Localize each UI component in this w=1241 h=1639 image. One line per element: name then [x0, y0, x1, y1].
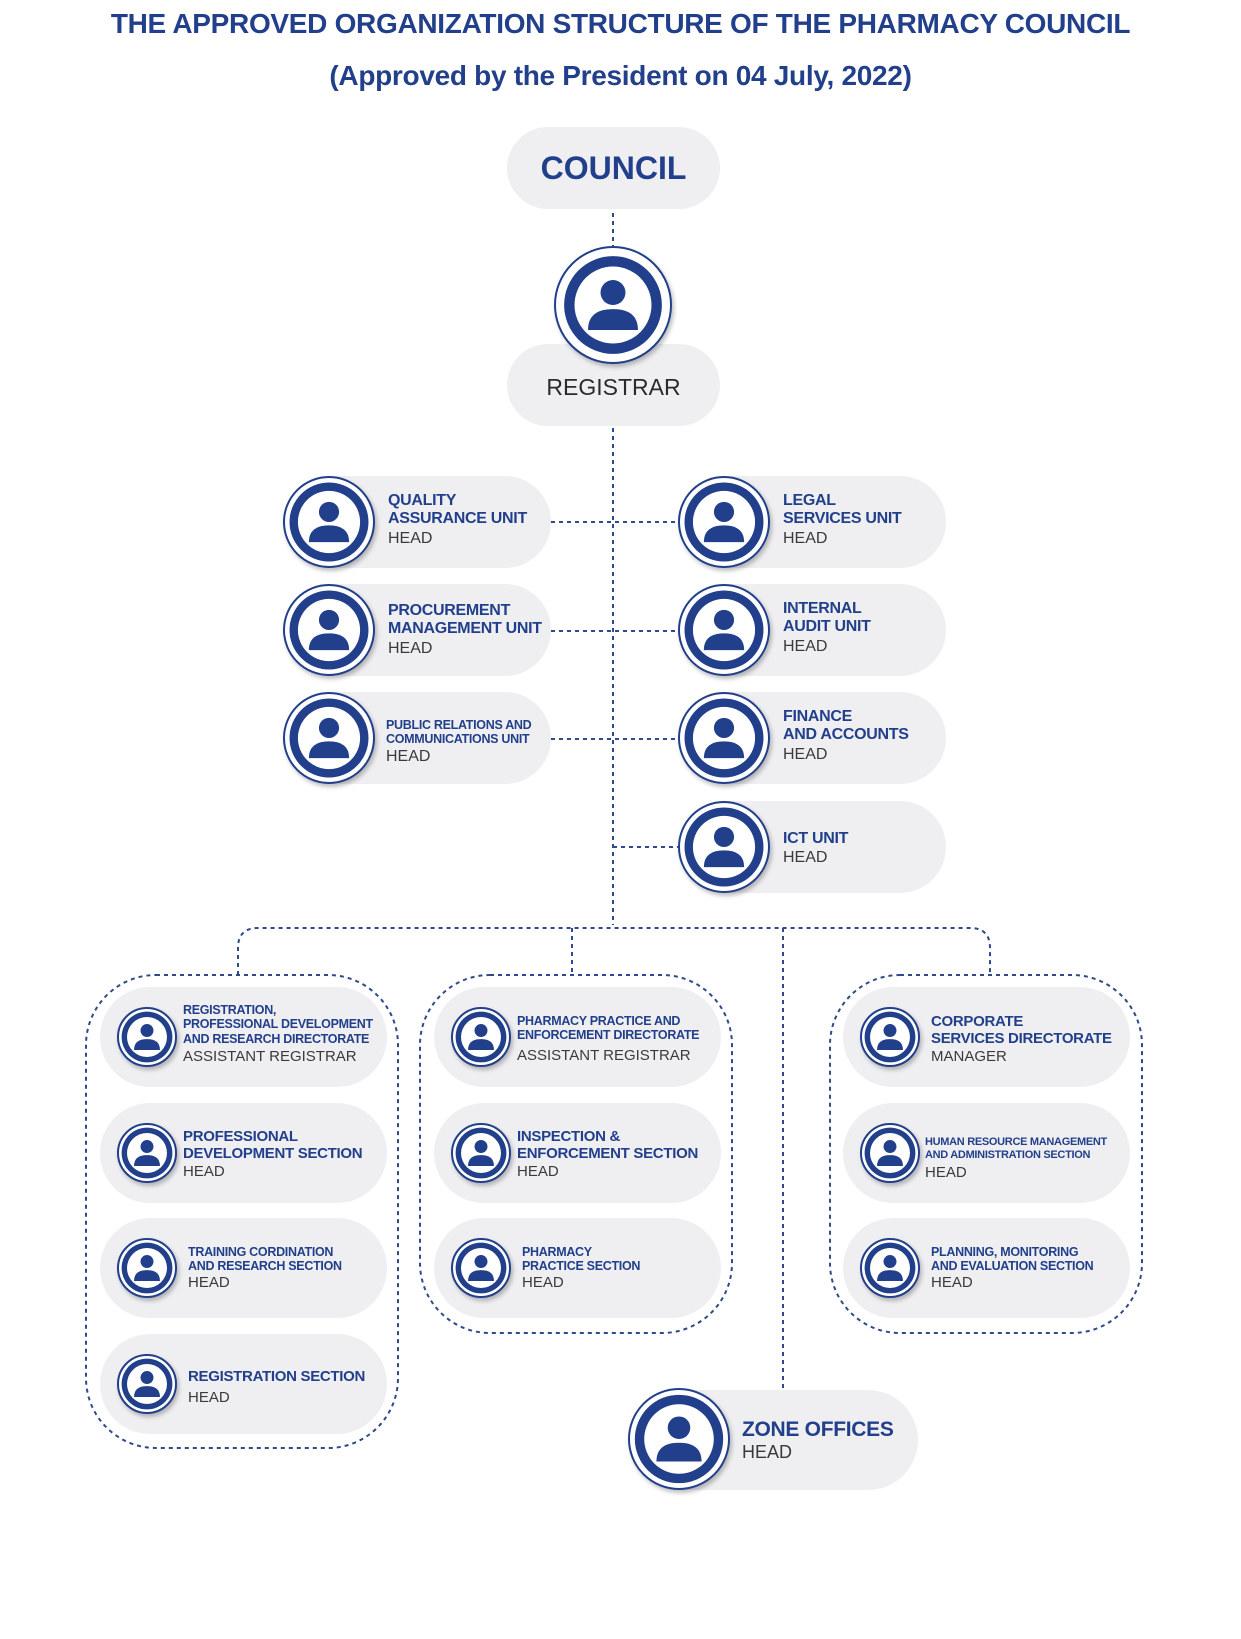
- inspection-enforcement-section-role: HEAD: [517, 1162, 559, 1180]
- human-resource-section-title: AND ADMINISTRATION SECTION: [925, 1148, 1091, 1161]
- ict-unit-title: ICT UNIT: [783, 830, 849, 847]
- person-avatar-icon: [451, 1123, 511, 1183]
- person-avatar-icon: [117, 1238, 177, 1298]
- person-avatar-icon: [678, 476, 770, 568]
- pharmacy-practice-directorate-title: ENFORCEMENT DIRECTORATE: [517, 1028, 700, 1043]
- corporate-services-directorate-role: MANAGER: [931, 1047, 1007, 1065]
- planning-monitoring-section-title: AND EVALUATION SECTION: [931, 1259, 1094, 1274]
- planning-monitoring-section-title: PLANNING, MONITORING: [931, 1245, 1079, 1259]
- person-avatar-icon: [860, 1007, 920, 1067]
- person-avatar-icon: [283, 476, 375, 568]
- connector-bus: [237, 927, 991, 975]
- group-outline-directorate-3: [829, 974, 1143, 1334]
- pharmacy-practice-section-role: HEAD: [522, 1273, 564, 1291]
- professional-development-section-title: PROFESSIONAL: [183, 1128, 298, 1145]
- pharmacy-practice-directorate-title: PHARMACY PRACTICE AND: [517, 1014, 681, 1028]
- registration-section-role: HEAD: [188, 1389, 230, 1407]
- pharmacy-practice-directorate-role: ASSISTANT REGISTRAR: [517, 1046, 691, 1064]
- person-avatar-icon: [117, 1007, 177, 1067]
- internal-audit-unit-title: AUDIT UNIT: [783, 618, 871, 636]
- group-outline-directorate-2: [419, 974, 733, 1334]
- registration-directorate-role: ASSISTANT REGISTRAR: [183, 1048, 357, 1066]
- internal-audit-unit-title: INTERNAL: [783, 600, 862, 617]
- registrar-avatar-icon: [554, 246, 672, 364]
- person-avatar-icon: [117, 1123, 177, 1183]
- inspection-enforcement-section-title: ENFORCEMENT SECTION: [517, 1145, 698, 1163]
- human-resource-section-title: HUMAN RESOURCE MANAGEMENT: [925, 1136, 1107, 1148]
- public-relations-unit-title: COMMUNICATIONS UNIT: [386, 732, 530, 747]
- registration-directorate-title: REGISTRATION,: [183, 1003, 277, 1017]
- person-avatar-icon: [678, 692, 770, 784]
- inspection-enforcement-section-title: INSPECTION &: [517, 1128, 621, 1145]
- person-avatar-icon: [451, 1238, 511, 1298]
- person-avatar-icon: [283, 692, 375, 784]
- ict-unit-role: HEAD: [783, 849, 828, 867]
- finance-accounts-role: HEAD: [783, 745, 828, 763]
- chart-subtitle: (Approved by the President on 04 July, 2…: [329, 60, 912, 91]
- council-box: COUNCIL: [507, 127, 720, 209]
- person-avatar-icon: [117, 1354, 177, 1414]
- professional-development-section-role: HEAD: [183, 1162, 225, 1180]
- pharmacy-practice-section-title: PRACTICE SECTION: [522, 1259, 641, 1274]
- group-outline-directorate-1: [85, 974, 399, 1449]
- registration-directorate-title: PROFESSIONAL DEVELOPMENT: [183, 1017, 373, 1032]
- planning-monitoring-section-role: HEAD: [931, 1273, 973, 1291]
- person-avatar-icon: [860, 1123, 920, 1183]
- registrar-label: REGISTRAR: [546, 373, 681, 400]
- person-avatar-icon: [860, 1238, 920, 1298]
- quality-assurance-unit-title: ASSURANCE UNIT: [388, 510, 527, 528]
- corporate-services-directorate-title: SERVICES DIRECTORATE: [931, 1030, 1112, 1048]
- training-research-section-title: TRAINING CORDINATION: [188, 1245, 334, 1259]
- zone-offices-title: ZONE OFFICES: [742, 1418, 894, 1441]
- pharmacy-practice-section-title: PHARMACY: [522, 1245, 592, 1259]
- finance-accounts-title: AND ACCOUNTS: [783, 726, 909, 744]
- professional-development-section-title: DEVELOPMENT SECTION: [183, 1145, 363, 1163]
- person-avatar-icon: [678, 584, 770, 676]
- registration-section-title: REGISTRATION SECTION: [188, 1368, 366, 1385]
- person-avatar-icon: [451, 1007, 511, 1067]
- legal-services-unit-role: HEAD: [783, 529, 828, 547]
- procurement-unit-title: MANAGEMENT UNIT: [388, 620, 542, 638]
- person-avatar-icon: [283, 584, 375, 676]
- internal-audit-unit-role: HEAD: [783, 637, 828, 655]
- public-relations-unit-title: PUBLIC RELATIONS AND: [386, 718, 532, 732]
- quality-assurance-unit-title: QUALITY: [388, 492, 457, 509]
- procurement-unit-role: HEAD: [388, 639, 433, 657]
- legal-services-unit-title: LEGAL: [783, 492, 836, 509]
- quality-assurance-unit-role: HEAD: [388, 529, 433, 547]
- finance-accounts-title: FINANCE: [783, 708, 853, 725]
- public-relations-unit-role: HEAD: [386, 747, 431, 765]
- registration-directorate-title: AND RESEARCH DIRECTORATE: [183, 1031, 370, 1046]
- chart-title: THE APPROVED ORGANIZATION STRUCTURE OF T…: [110, 8, 1131, 39]
- corporate-services-directorate-title: CORPORATE: [931, 1013, 1024, 1030]
- human-resource-section-role: HEAD: [925, 1164, 967, 1182]
- council-label: COUNCIL: [540, 149, 687, 186]
- person-avatar-icon: [628, 1388, 730, 1490]
- training-research-section-role: HEAD: [188, 1273, 230, 1291]
- procurement-unit-title: PROCUREMENT: [388, 602, 511, 619]
- zone-offices-role: HEAD: [742, 1442, 793, 1463]
- person-avatar-icon: [678, 801, 770, 893]
- training-research-section-title: AND RESEARCH SECTION: [188, 1259, 342, 1274]
- legal-services-unit-title: SERVICES UNIT: [783, 510, 902, 528]
